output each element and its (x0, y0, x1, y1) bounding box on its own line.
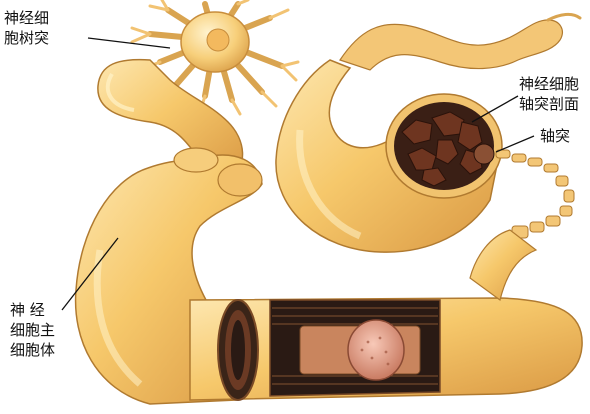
label-axon-text: 轴突 (540, 126, 570, 146)
label-axon-section: 神经细胞 轴突剖面 (519, 74, 579, 114)
label-axon-section-line2: 轴突剖面 (519, 94, 579, 114)
label-axon: 轴突 (540, 126, 570, 146)
label-cell-body-line3: 细胞体 (10, 340, 55, 360)
label-cell-body-line1: 神 经 (10, 300, 55, 320)
segmented-axon (496, 150, 574, 238)
label-dendrite-line2: 胞树突 (4, 28, 49, 48)
axon-bend (470, 230, 536, 300)
label-dendrite: 神经细 胞树突 (4, 8, 49, 48)
label-cell-body: 神 经 细胞主 细胞体 (10, 300, 55, 360)
upper-process (340, 20, 562, 70)
axon-cross-section (386, 94, 502, 198)
label-axon-section-line1: 神经细胞 (519, 74, 579, 94)
axon-core (348, 320, 404, 380)
label-cell-body-line2: 细胞主 (10, 320, 55, 340)
label-dendrite-line1: 神经细 (4, 8, 49, 28)
